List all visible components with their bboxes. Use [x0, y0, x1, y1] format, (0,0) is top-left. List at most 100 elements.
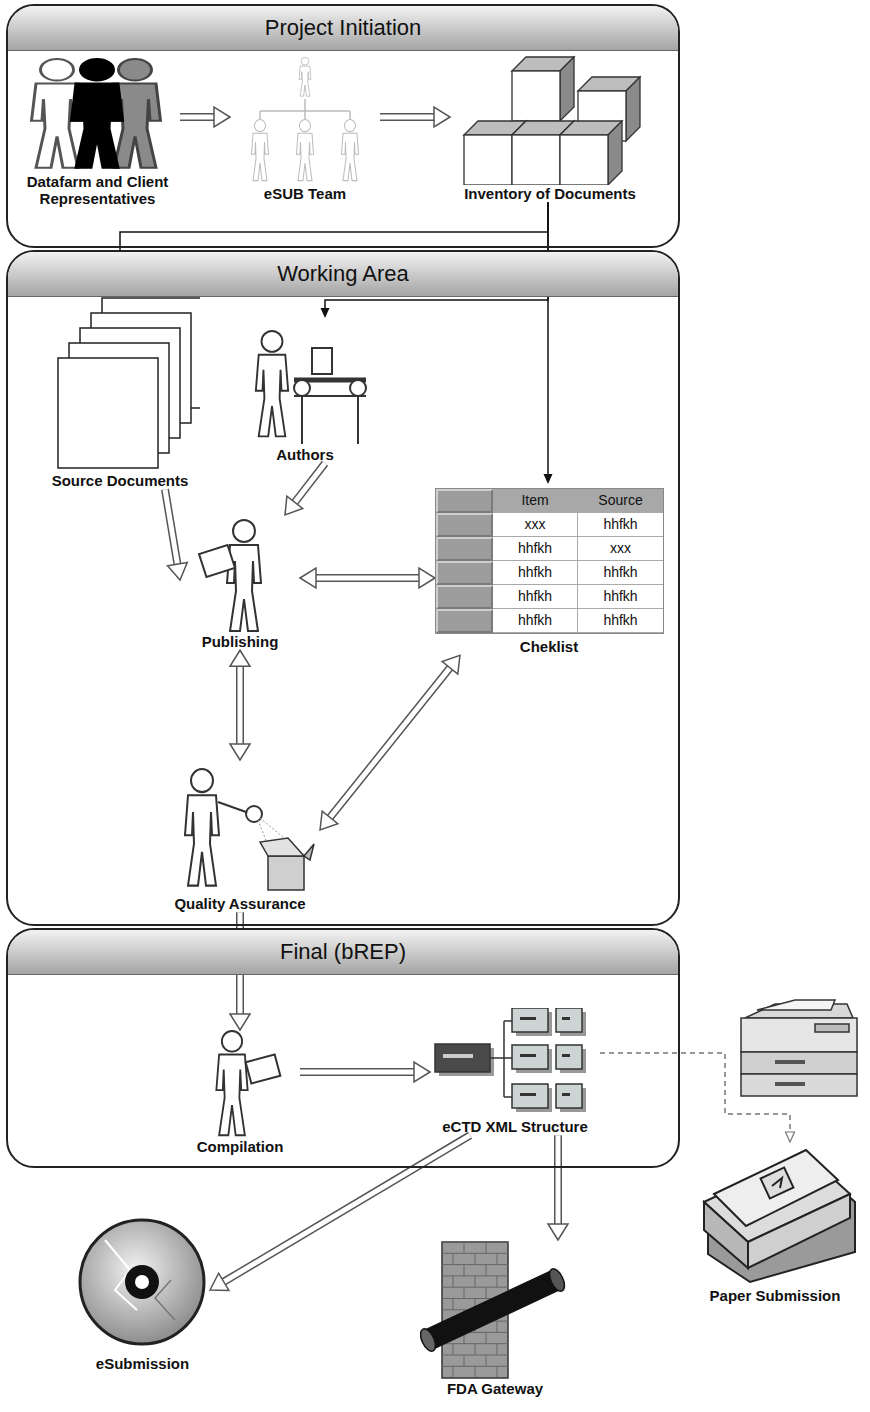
table-row: hhfkh xxx — [436, 537, 663, 561]
table-cell: xxx — [578, 537, 663, 561]
table-row: hhfkh hhfkh — [436, 609, 663, 633]
flow-connector — [320, 655, 460, 830]
figure-icon — [690, 1142, 860, 1287]
arrow-head — [300, 568, 316, 588]
process-figure: Paper Submission — [690, 1142, 860, 1304]
flow-connector — [380, 107, 450, 127]
arrow-head — [544, 474, 553, 484]
node-caption: Authors — [240, 446, 370, 463]
table-cell: hhfkh — [578, 513, 663, 537]
table-value: hhfkh — [518, 588, 552, 604]
flow-connector — [165, 489, 187, 580]
arrow-head — [548, 1224, 568, 1240]
band-title: Final (bREP) — [280, 939, 406, 964]
table-cell: hhfkh — [578, 609, 663, 633]
node-caption: Inventory of Documents — [450, 185, 650, 202]
flow-connector — [548, 1135, 568, 1240]
process-figure: Source Documents — [40, 282, 200, 489]
band-header: Final (bREP) — [8, 930, 678, 975]
swimlane-band: Working AreaSource Documents AuthorsPubli… — [6, 250, 680, 926]
process-figure: Publishing — [180, 515, 300, 650]
row-handle — [436, 537, 493, 561]
arrow-head — [230, 650, 250, 666]
process-figure: Compilation — [180, 1030, 300, 1155]
figure-icon — [230, 55, 380, 185]
table-value: hhfkh — [603, 564, 637, 580]
process-figure: Authors — [240, 318, 370, 463]
band-title: Project Initiation — [265, 15, 422, 40]
arrow-head — [414, 1062, 430, 1082]
table-cell: hhfkh — [493, 561, 578, 585]
row-handle — [436, 585, 493, 609]
process-figure: eSubmission — [75, 1210, 210, 1372]
table-value: xxx — [525, 516, 546, 532]
row-handle — [436, 513, 493, 537]
figure-icon — [420, 1240, 570, 1380]
node-caption: Cheklist — [435, 638, 663, 655]
node-caption: eCTD XML Structure — [430, 1118, 600, 1135]
table-value: hhfkh — [603, 516, 637, 532]
flow-connector — [300, 568, 435, 588]
node-caption: Quality Assurance — [160, 895, 320, 912]
band-header: Project Initiation — [8, 6, 678, 51]
arrow-head — [285, 496, 303, 515]
arrow-head — [786, 1132, 795, 1142]
node-caption: eSUB Team — [230, 185, 380, 202]
figure-icon — [430, 1008, 600, 1118]
table-value: hhfkh — [518, 564, 552, 580]
table-cell: hhfkh — [493, 609, 578, 633]
table-cell: Item — [493, 489, 578, 513]
node-caption: Source Documents — [40, 472, 200, 489]
node-caption: Paper Submission — [690, 1287, 860, 1304]
table-value: xxx — [610, 540, 631, 556]
figure-icon — [180, 1030, 300, 1138]
swimlane-band: Final (bREP) Compilation eCTD XML Structur… — [6, 928, 680, 1168]
arrow-head — [210, 1273, 229, 1290]
figure-icon — [240, 318, 370, 446]
arrow-head — [168, 563, 188, 580]
node-caption: Datafarm and Client Representatives — [15, 173, 180, 208]
row-handle — [436, 489, 493, 513]
process-figure: eSUB Team — [230, 55, 380, 202]
flow-connector — [230, 650, 250, 760]
arrow-head — [230, 1014, 250, 1030]
flow-connector — [285, 463, 325, 515]
table-value: hhfkh — [518, 540, 552, 556]
flow-connector — [180, 107, 230, 127]
arrow-head — [321, 308, 330, 318]
table-row: hhfkh hhfkh — [436, 585, 663, 609]
process-figure: Inventory of Documents — [450, 55, 650, 202]
figure-icon — [450, 55, 650, 185]
figure-icon — [180, 515, 300, 633]
node-caption: Publishing — [180, 633, 300, 650]
table-cell: Source — [578, 489, 663, 513]
process-figure: FDA Gateway — [420, 1240, 570, 1397]
swimlane-band: Project InitiationDatafarm and Client Re… — [6, 4, 680, 248]
table-cell: hhfkh — [493, 537, 578, 561]
band-title: Working Area — [277, 261, 409, 286]
table-cell: hhfkh — [493, 585, 578, 609]
node-caption: FDA Gateway — [420, 1380, 570, 1397]
band-header: Working Area — [8, 252, 678, 297]
process-figure: Datafarm and Client Representatives — [15, 55, 180, 208]
table-row: xxx hhfkh — [436, 513, 663, 537]
table-cell: xxx — [493, 513, 578, 537]
flow-connector — [544, 202, 553, 484]
figure-icon — [40, 282, 200, 472]
flow-connector — [210, 1135, 470, 1290]
table-cell: hhfkh — [578, 585, 663, 609]
checklist-table: ItemSourcexxxhhfkhhhfkhxxxhhfkhhhfkhhhfk… — [435, 488, 664, 634]
arrow-head — [419, 568, 435, 588]
node-caption: Compilation — [180, 1138, 300, 1155]
arrow-head — [434, 107, 450, 127]
arrow-head — [320, 811, 338, 830]
arrow-head — [442, 655, 460, 674]
arrow-head — [214, 107, 230, 127]
process-figure: Quality Assurance — [160, 760, 320, 912]
table-row: hhfkh hhfkh — [436, 561, 663, 585]
process-figure: eCTD XML Structure — [430, 1008, 600, 1135]
figure-icon — [75, 1210, 210, 1355]
table-value: hhfkh — [518, 612, 552, 628]
column-header: Source — [598, 492, 642, 508]
